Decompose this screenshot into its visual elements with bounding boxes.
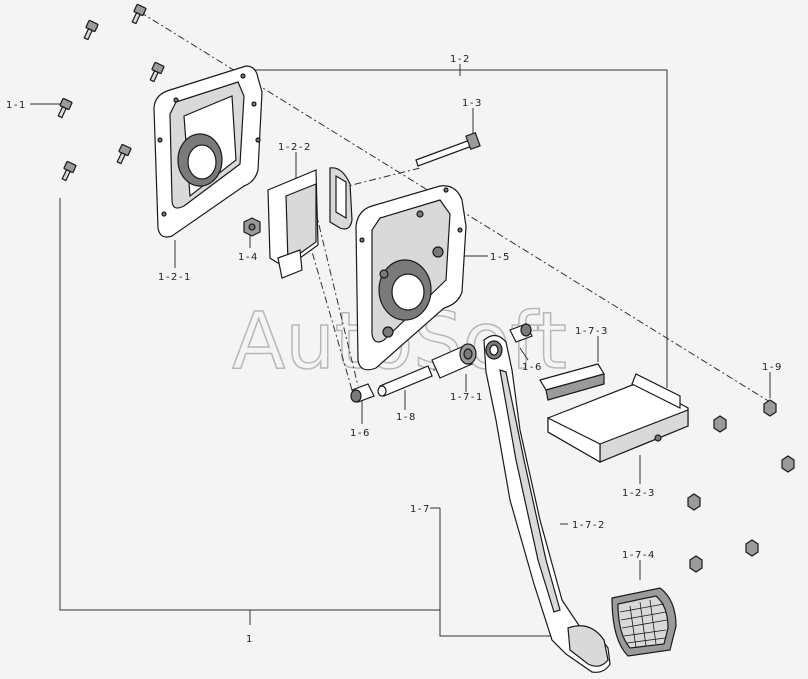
label-1-2-2: 1-2-2 bbox=[278, 142, 312, 153]
label-1-2-3: 1-2-3 bbox=[622, 488, 656, 499]
label-1-4: 1-4 bbox=[238, 252, 259, 263]
label-1-7: 1-7 bbox=[410, 504, 431, 515]
pin-1-8 bbox=[377, 365, 433, 397]
long-bolt-1-3 bbox=[415, 131, 481, 167]
label-1-7-4: 1-7-4 bbox=[622, 550, 656, 561]
bracket-1-2-2 bbox=[267, 167, 353, 279]
pedal-arm-1-7-2 bbox=[483, 334, 611, 673]
label-1-9: 1-9 bbox=[762, 362, 783, 373]
mounting-plate-1-2-1 bbox=[153, 65, 263, 238]
label-1-7-3: 1-7-3 bbox=[575, 326, 609, 337]
leader-lines bbox=[30, 64, 771, 637]
label-1-7-2: 1-7-2 bbox=[572, 520, 606, 531]
label-1-6-left: 1-6 bbox=[350, 428, 371, 439]
nut-1-4 bbox=[243, 217, 261, 237]
label-1-8: 1-8 bbox=[396, 412, 417, 423]
bolts-1-1 bbox=[57, 3, 165, 182]
label-1: 1 bbox=[246, 634, 254, 645]
nuts-1-9 bbox=[687, 399, 795, 573]
label-1-1: 1-1 bbox=[6, 100, 27, 111]
bracket-1-2-3 bbox=[547, 373, 689, 464]
bushing-1-6-left bbox=[350, 383, 375, 403]
stopper-1-7-3 bbox=[539, 363, 605, 401]
bushing-1-6-right bbox=[509, 323, 533, 343]
label-1-2: 1-2 bbox=[450, 54, 471, 65]
label-1-6-right: 1-6 bbox=[522, 362, 543, 373]
label-1-3: 1-3 bbox=[462, 98, 483, 109]
label-1-5: 1-5 bbox=[490, 252, 511, 263]
label-1-2-1: 1-2-1 bbox=[158, 272, 192, 283]
part-labels: 1 1-1 1-2 1-2-1 1-2-2 1-2-3 1-3 1-4 1-5 … bbox=[6, 54, 783, 645]
pedal-plate-1-5 bbox=[355, 185, 467, 371]
sleeve-1-7-1 bbox=[431, 343, 477, 379]
pedal-pad-1-7-4 bbox=[611, 587, 677, 657]
label-1-7-1: 1-7-1 bbox=[450, 392, 484, 403]
